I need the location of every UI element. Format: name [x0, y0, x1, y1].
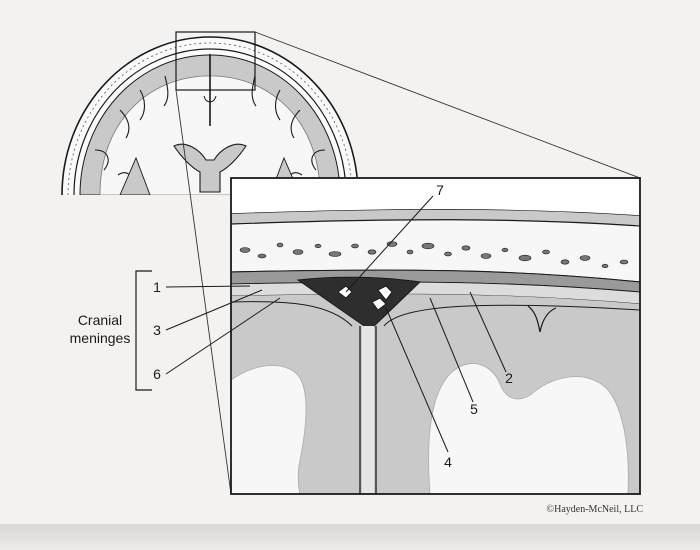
label-7: 7 — [436, 182, 444, 198]
label-1: 1 — [153, 279, 161, 295]
leader-lines — [165, 195, 507, 453]
page-bottom-edge — [0, 524, 700, 550]
group-label-line2: meninges — [70, 330, 131, 346]
label-3: 3 — [153, 322, 161, 338]
bone-spongy-flecks — [239, 241, 629, 269]
meninges-bracket — [135, 270, 152, 391]
label-2: 2 — [505, 370, 513, 386]
copyright-text: ©Hayden-McNeil, LLC — [547, 504, 644, 515]
magnification-box — [175, 31, 256, 91]
label-6: 6 — [153, 366, 161, 382]
zoom-guide-lines — [175, 31, 641, 495]
label-5: 5 — [470, 401, 478, 417]
label-4: 4 — [444, 454, 452, 470]
group-label-line1: Cranial — [78, 312, 122, 328]
enlarged-meninges-view — [230, 177, 641, 495]
brain-coronal-section — [61, 36, 359, 195]
